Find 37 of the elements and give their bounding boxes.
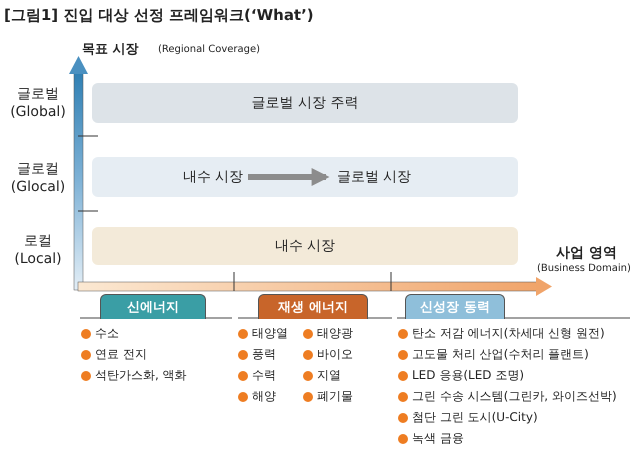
axis-title: 목표 시장	[82, 41, 139, 58]
bullet-item: 바이오	[302, 346, 353, 363]
bullet-item: 해양	[237, 388, 276, 405]
bullet-item: 녹색 금융	[397, 430, 464, 447]
band: 글로벌 시장 주력	[92, 83, 518, 123]
bullet-item: 태양열	[237, 325, 288, 342]
axis-subtitle: (Regional Coverage)	[158, 44, 260, 55]
axis-label: (Global)	[9, 104, 67, 120]
axis-label: 글로벌	[16, 85, 60, 103]
bullet-item: 폐기물	[302, 388, 353, 405]
axis-title: 사업 영역	[556, 244, 617, 262]
bullet-item: 고도물 처리 산업(수처리 플랜트)	[397, 346, 589, 363]
axis-label: 글로컬	[16, 160, 60, 178]
category-tab: 신에너지	[100, 294, 206, 319]
bullet-item: 수소	[80, 325, 119, 342]
axis-label: (Local)	[13, 251, 63, 267]
bullet-item: 탄소 저감 에너지(차세대 신형 원전)	[397, 325, 605, 342]
arrow	[248, 168, 330, 186]
bullet-item: LED 응용(LED 조명)	[397, 367, 524, 384]
axis-subtitle: (Business Domain)	[537, 263, 631, 274]
bullet-item: 지열	[302, 367, 341, 384]
band	[92, 157, 518, 197]
axis-label: 로컬	[23, 232, 53, 250]
band: 내수 시장	[92, 227, 518, 265]
bullet-item: 첨단 그린 도시(U-City)	[397, 409, 538, 426]
bullet-item: 석탄가스화, 액화	[80, 367, 187, 384]
bullet-item: 수력	[237, 367, 276, 384]
axis-label: (Glocal)	[10, 179, 66, 195]
bullet-item: 태양광	[302, 325, 353, 342]
bullet-item: 그린 수송 시스템(그린카, 와이즈선박)	[397, 388, 617, 405]
title: [그림1] 진입 대상 선정 프레임워크(‘What’)	[4, 6, 314, 25]
band-text: 내수 시장	[180, 167, 246, 187]
bullet-item: 풍력	[237, 346, 276, 363]
category-tab: 재생 에너지	[258, 294, 368, 319]
category-tab: 신성장 동력	[405, 294, 505, 319]
band-text: 글로벌 시장	[328, 167, 420, 187]
bullet-item: 연료 전지	[80, 346, 147, 363]
